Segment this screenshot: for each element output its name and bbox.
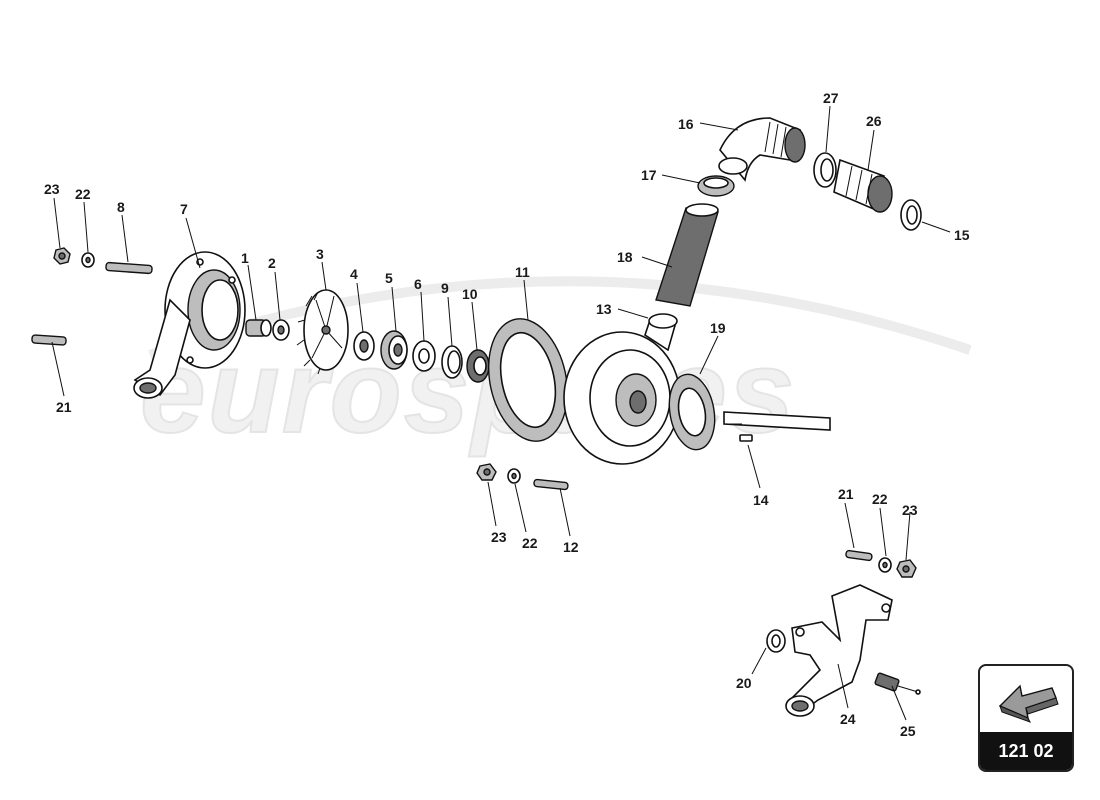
callout-8: 8 [117,199,125,215]
part-bush [245,319,272,337]
callout-9: 9 [441,280,449,296]
part-gasket-11 [487,318,569,442]
callout-23-right: 23 [902,502,918,518]
part-gasket-20 [766,629,786,653]
part-stud-12 [533,478,569,491]
part-washer-22-mid [507,468,521,484]
callout-27: 27 [823,90,839,106]
callout-24: 24 [840,711,856,727]
part-hose-18 [655,203,719,307]
callout-23-mid: 23 [491,529,507,545]
reference-number: 121 02 [980,732,1072,770]
part-stud-21-right [845,549,873,562]
arrow-icon [980,666,1072,732]
leader-lines [51,105,951,721]
callout-13: 13 [596,301,612,317]
callout-labels: 1 2 3 4 5 6 7 8 9 10 11 12 13 14 15 16 1… [44,90,970,739]
callout-10: 10 [462,286,478,302]
part-washer-6 [412,340,436,372]
part-key-14 [739,434,753,442]
part-elbow-16 [718,117,806,182]
part-impeller [296,289,349,375]
watermark: eurospares [139,276,972,459]
callout-20: 20 [736,675,752,691]
callout-4: 4 [350,266,358,282]
callout-18: 18 [617,249,633,265]
part-temperature-sender [874,672,921,695]
part-stud-8 [105,261,153,275]
part-clamp-17 [697,175,735,197]
callout-12: 12 [563,539,579,555]
callout-15: 15 [954,227,970,243]
part-seal-ring-4 [353,331,375,361]
part-washer-22-left [81,252,95,268]
part-pump-cover [133,251,246,399]
part-seal-15 [900,199,922,231]
watermark-text: eurospares [140,326,796,458]
callout-5: 5 [385,270,393,286]
callout-7: 7 [180,201,188,217]
callout-17: 17 [641,167,657,183]
callout-1: 1 [241,250,249,266]
callout-23-left: 23 [44,181,60,197]
part-shaft [723,411,831,431]
part-union-26 [833,158,893,213]
callout-19: 19 [710,320,726,336]
callout-22-mid: 22 [522,535,538,551]
part-seal-5 [380,330,408,370]
callout-25: 25 [900,723,916,739]
reference-badge[interactable]: 121 02 [978,664,1074,772]
callout-11: 11 [515,264,530,280]
part-pump-body [563,313,681,465]
part-nut-23-right [896,559,917,578]
callout-16: 16 [678,116,694,132]
part-ring-9 [441,345,463,379]
callout-26: 26 [866,113,882,129]
part-stud-21-left [31,334,67,346]
part-nut-23-mid [476,463,497,481]
part-washer-2 [272,319,290,341]
callout-14: 14 [753,492,769,508]
part-outlet-manifold [785,584,893,717]
callout-3: 3 [316,246,324,262]
callout-22-right: 22 [872,491,888,507]
part-nut-23-left [53,247,71,265]
part-gasket-19 [668,373,716,451]
part-washer-22-right [878,557,892,573]
part-ring-27 [813,152,837,188]
part-bearing-10 [466,349,490,383]
callout-6: 6 [414,276,422,292]
callout-22-left: 22 [75,186,91,202]
callout-21-right: 21 [838,486,854,502]
callout-2: 2 [268,255,276,271]
callout-21-left: 21 [56,399,72,415]
